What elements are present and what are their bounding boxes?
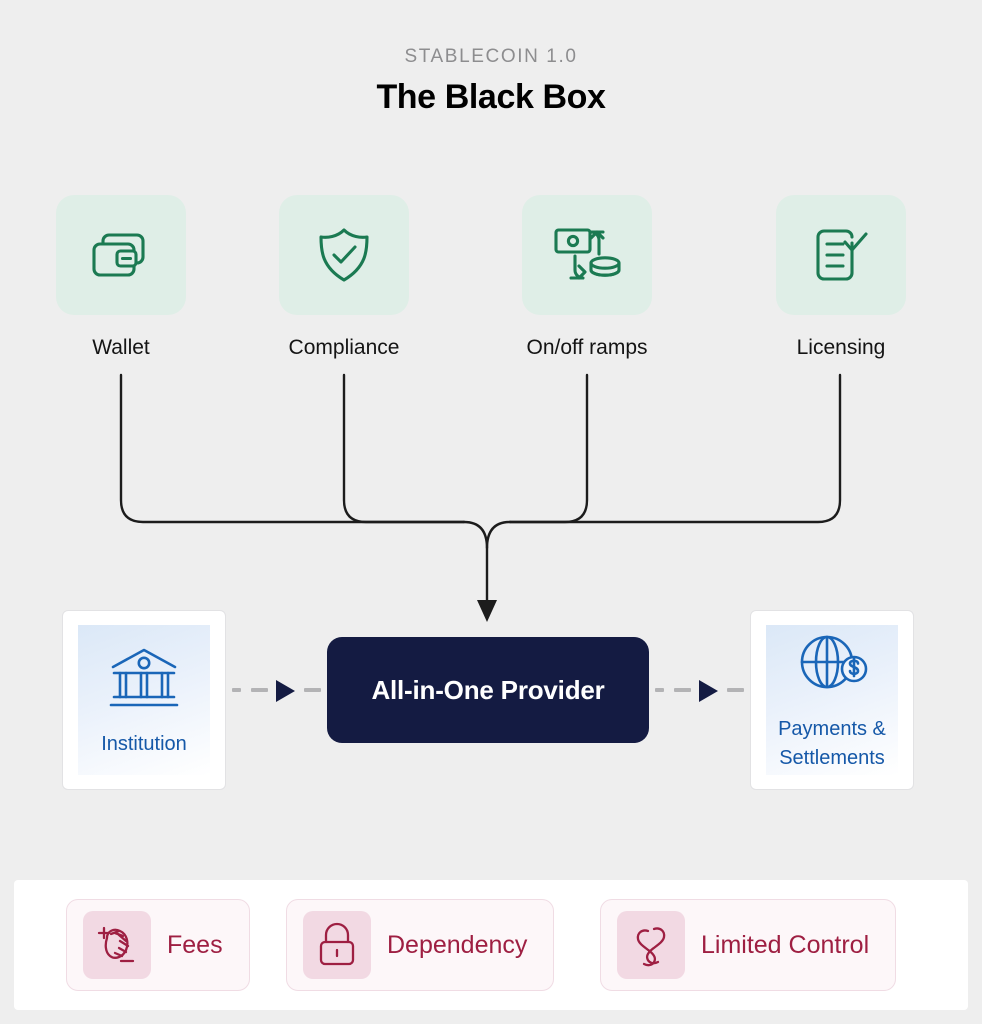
payments-card[interactable]: Payments & Settlements — [750, 610, 914, 790]
capability-onoff-ramps[interactable]: On/off ramps — [522, 195, 652, 358]
payments-label-line1: Payments & — [778, 717, 886, 740]
capability-tile — [776, 195, 906, 315]
payments-card-inner: Payments & Settlements — [766, 625, 898, 775]
capability-label: On/off ramps — [526, 336, 648, 359]
institution-card-inner: Institution — [78, 625, 210, 775]
connector-institution-to-hub — [232, 680, 324, 702]
bank-icon — [107, 645, 181, 716]
connector-hub-to-payments — [655, 680, 747, 702]
eyebrow-text: STABLECOIN 1.0 — [404, 46, 578, 67]
capability-wallet[interactable]: Wallet — [56, 195, 186, 358]
institution-label: Institution — [101, 733, 187, 755]
drawback-label: Fees — [167, 930, 223, 959]
shield-check-icon — [315, 225, 373, 285]
institution-card[interactable]: Institution — [62, 610, 226, 790]
page-title: The Black Box — [376, 78, 606, 116]
cash-exchange-icon — [553, 224, 621, 286]
drawback-fees[interactable]: Fees — [66, 899, 250, 991]
hub-label: All-in-One Provider — [371, 674, 605, 705]
capability-tile — [56, 195, 186, 315]
all-in-one-provider-box[interactable]: All-in-One Provider — [327, 637, 649, 743]
flow-row: Institution All-in-One Provider — [0, 610, 982, 795]
capability-tile — [522, 195, 652, 315]
payments-label: Payments & Settlements — [778, 715, 886, 773]
drawback-limited-control[interactable]: Limited Control — [600, 899, 897, 991]
coin-plus-minus-icon — [83, 911, 151, 979]
payments-label-line2: Settlements — [779, 746, 885, 769]
wallet-icon — [90, 227, 152, 283]
document-check-icon — [811, 225, 871, 285]
drawback-dependency[interactable]: Dependency — [286, 899, 555, 991]
capability-tile — [279, 195, 409, 315]
capability-label: Wallet — [92, 336, 150, 359]
chain-link-icon — [617, 911, 685, 979]
capability-label: Compliance — [288, 336, 400, 359]
capability-compliance[interactable]: Compliance — [279, 195, 409, 358]
drawback-label: Limited Control — [701, 930, 870, 959]
capability-label: Licensing — [796, 336, 886, 359]
globe-dollar-icon — [796, 632, 868, 701]
lock-icon — [303, 911, 371, 979]
capability-row: Wallet Compliance — [0, 195, 982, 375]
drawbacks-panel: Fees Dependency Limited Control — [14, 880, 968, 1010]
drawback-label: Dependency — [387, 930, 528, 959]
capability-licensing[interactable]: Licensing — [776, 195, 906, 358]
